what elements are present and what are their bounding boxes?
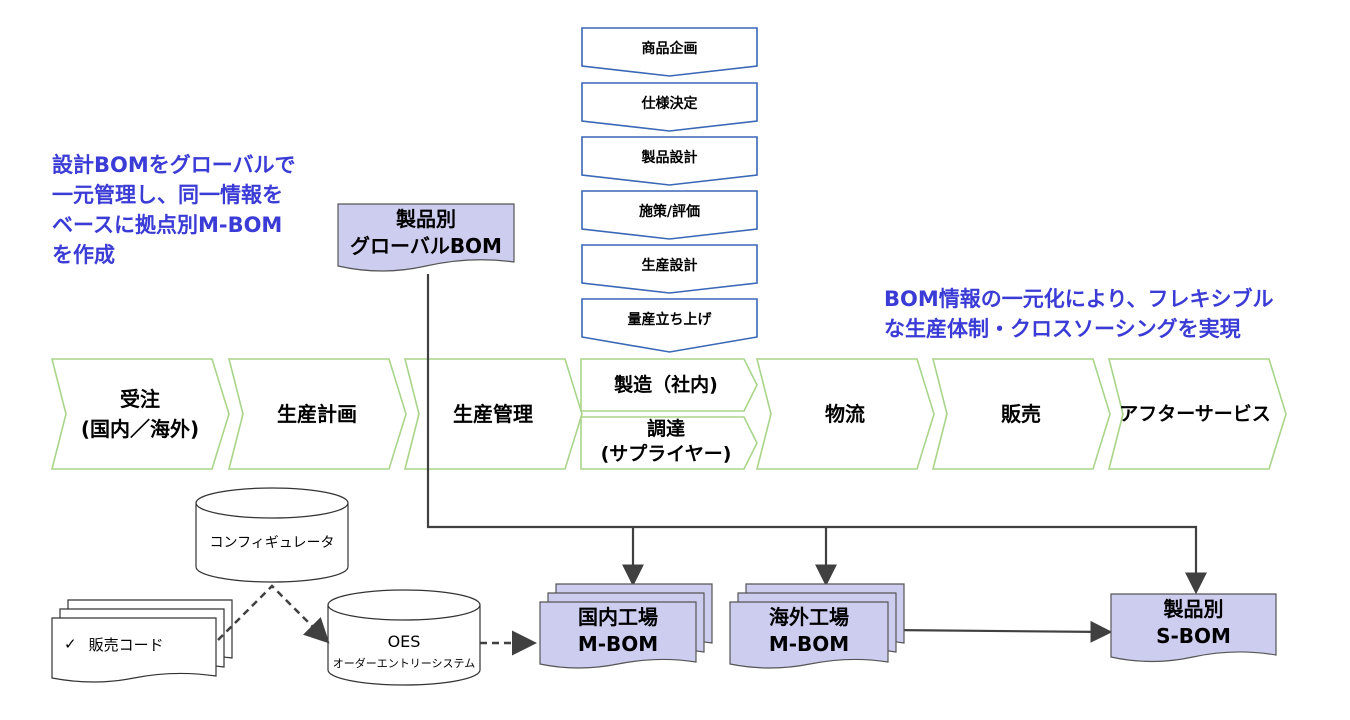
value-chain-after-service-label: アフターサービス — [1119, 403, 1271, 425]
oes-subtitle: オーダーエントリーシステム — [332, 657, 476, 670]
design-step-shape — [581, 136, 758, 186]
global-bom-label: 製品別 グローバルBOM — [350, 207, 502, 258]
chevron-procurement — [580, 416, 758, 470]
domestic-mbom-document — [539, 601, 697, 669]
design-step-label: 量産立ち上げ — [627, 312, 712, 328]
design-step-label: 仕様決定 — [641, 96, 698, 112]
chevron-manufacturing — [580, 358, 758, 412]
left-note: 設計BOMをグローバルで 一元管理し、同一情報を ベースに拠点別M-BOM を作… — [52, 153, 296, 267]
sales-code-stack — [51, 599, 233, 683]
design-process — [581, 27, 758, 353]
chevron-planning — [227, 358, 407, 470]
design-step-shape — [581, 190, 758, 240]
sales-code-label: 販売コード — [88, 635, 164, 654]
right-note: BOM情報の一元化により、フレキシブル な生産体制・クロスソーシングを実現 — [884, 287, 1274, 341]
chevron-after-service — [1107, 358, 1287, 470]
configurator-label: コンフィギュレータ — [209, 535, 335, 551]
design-step-shape — [581, 82, 758, 132]
bom-connectors — [426, 274, 1207, 643]
sbom-label: 製品別 S-BOM — [1156, 597, 1231, 648]
value-chain-order-label: 受注 (国内／海外) — [80, 387, 200, 441]
global-bom-document — [337, 203, 515, 272]
design-step-label: 生産設計 — [641, 258, 698, 274]
chevron-control — [403, 358, 583, 470]
oes-cylinder — [327, 589, 481, 686]
domestic-mbom-label: 国内工場 M-BOM — [577, 605, 659, 656]
oes-title: OES — [387, 631, 421, 651]
check-icon: ✓ — [64, 635, 77, 653]
design-step-label: 施策/評価 — [638, 204, 701, 220]
design-step-label: 製品設計 — [641, 150, 698, 166]
value-chain — [50, 358, 1287, 470]
chevron-sales — [931, 358, 1111, 470]
sales-code-document — [51, 617, 217, 683]
design-step-shape — [581, 298, 758, 353]
value-chain-procurement-label: 調達 (サプライヤー) — [600, 418, 732, 465]
overseas-mbom-label: 海外工場 M-BOM — [768, 605, 850, 656]
value-chain-control-label: 生産管理 — [453, 402, 533, 426]
dashed-connectors — [217, 584, 537, 656]
configurator-cylinder — [195, 487, 349, 583]
value-chain-logistics-label: 物流 — [825, 402, 865, 426]
overseas-mbom-document — [729, 601, 889, 669]
domestic-mbom-stack — [539, 583, 713, 669]
value-chain-sales-label: 販売 — [1001, 402, 1041, 426]
value-chain-manufacturing-label: 製造（社内) — [614, 374, 718, 396]
chevron-order — [50, 358, 230, 470]
overseas-mbom-stack — [729, 583, 905, 669]
design-step-shape — [581, 244, 758, 294]
sales-code-label-row: ✓ 販売コード — [64, 632, 214, 656]
sbom-document — [1110, 593, 1277, 663]
value-chain-planning-label: 生産計画 — [277, 402, 357, 426]
chevron-logistics — [755, 358, 935, 470]
design-step-label: 商品企画 — [641, 41, 698, 57]
design-step-shape — [581, 27, 758, 77]
